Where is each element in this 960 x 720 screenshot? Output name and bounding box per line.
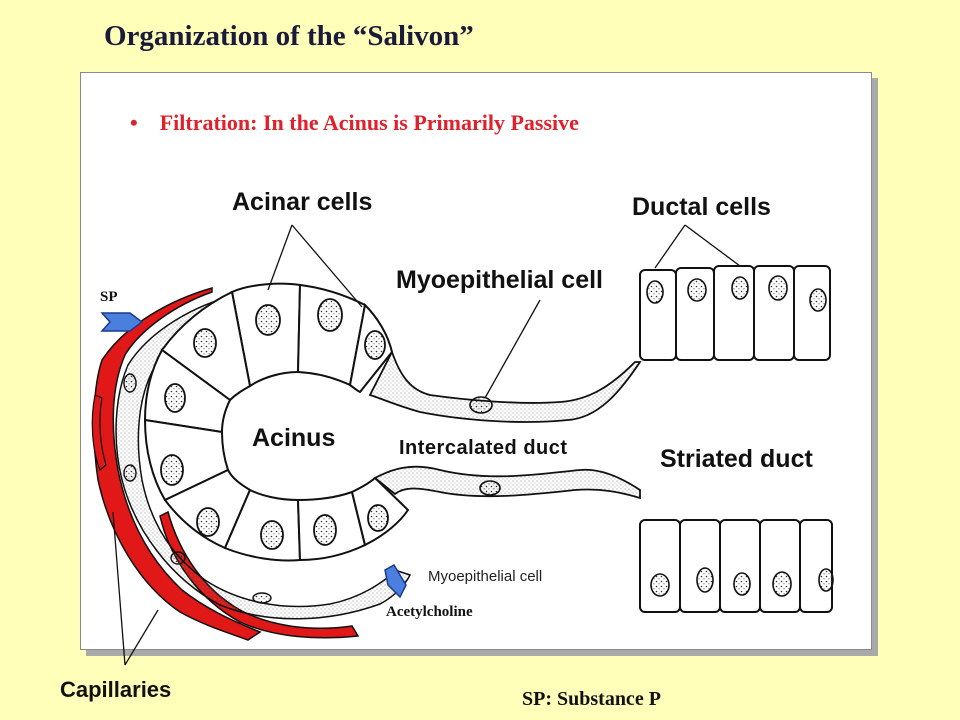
label-capillaries: Capillaries [60,677,172,702]
striated-nuclei-lower [650,567,834,597]
slide-title: Organization of the “Salivon” [104,20,474,52]
pointer-lines [112,224,741,666]
myoepithelial-layer [115,294,412,620]
label-acinus: Acinus [252,424,336,452]
label-myoepithelial-cell-bottom: Myoepithelial cell [428,568,543,585]
label-sp: SP [100,289,118,305]
intercalated-duct-lower [373,465,641,500]
label-acetylcholine: Acetylcholine [386,604,473,620]
label-ductal-cells: Ductal cells [632,193,771,221]
bullet-point: • Filtration: In the Acinus is Primarily … [130,110,579,136]
label-acinar-cells: Acinar cells [232,188,373,216]
label-striated-duct: Striated duct [660,445,813,473]
capillary-vessel [93,287,262,641]
acetylcholine-arrow-icon [384,563,407,599]
myoepithelial-nuclei [123,373,272,604]
intercalated-nucleus-upper [469,396,493,414]
intercalated-nucleus-lower [479,480,501,496]
capillary-vessel-small [91,394,107,471]
label-sp-legend: SP: Substance P [522,688,661,710]
bullet-dot-icon: • [130,110,138,135]
intercalated-duct-upper [368,349,642,423]
label-myoepithelial-cell-top: Myoepithelial cell [396,266,604,294]
acinar-nuclei [160,298,389,550]
bullet-text: Filtration: In the Acinus is Primarily P… [159,110,579,135]
sp-arrow-icon [100,312,144,332]
label-intercalated-duct: Intercalated duct [399,437,568,459]
striated-duct-lower [639,519,833,613]
striated-nuclei-upper [646,275,827,312]
